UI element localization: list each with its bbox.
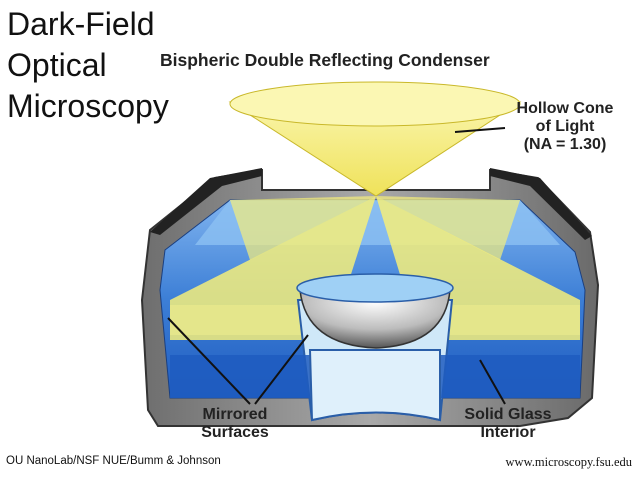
light-path-right-lower [376,196,520,260]
source-url: www.microscopy.fsu.edu [505,455,632,469]
housing-rim-right [490,168,592,240]
light-cone-rim [229,81,521,127]
pointer-mirror-left [167,317,251,405]
light-path-left-lower [230,196,376,260]
housing-rim [150,168,262,235]
label-solid-glass: Solid Glass Interior [464,406,552,441]
label-hollow-cone: Hollow Cone of Light (NA = 1.30) [516,100,614,153]
mirror-hemisphere [299,289,451,349]
pointer-hollow-cone [454,127,506,133]
label-mirrored-surfaces: Mirrored Surfaces [201,406,269,441]
central-column-front [308,349,441,422]
pointer-solid-glass [479,359,506,405]
slide-title: Dark-Field Optical Microscopy [7,6,169,124]
pointer-mirror-center [254,334,309,405]
credit-text: OU NanoLab/NSF NUE/Bumm & Johnson [6,455,221,467]
mirror-top-ellipse [296,273,454,303]
diagram-title: Bispheric Double Reflecting Condenser [160,50,490,70]
